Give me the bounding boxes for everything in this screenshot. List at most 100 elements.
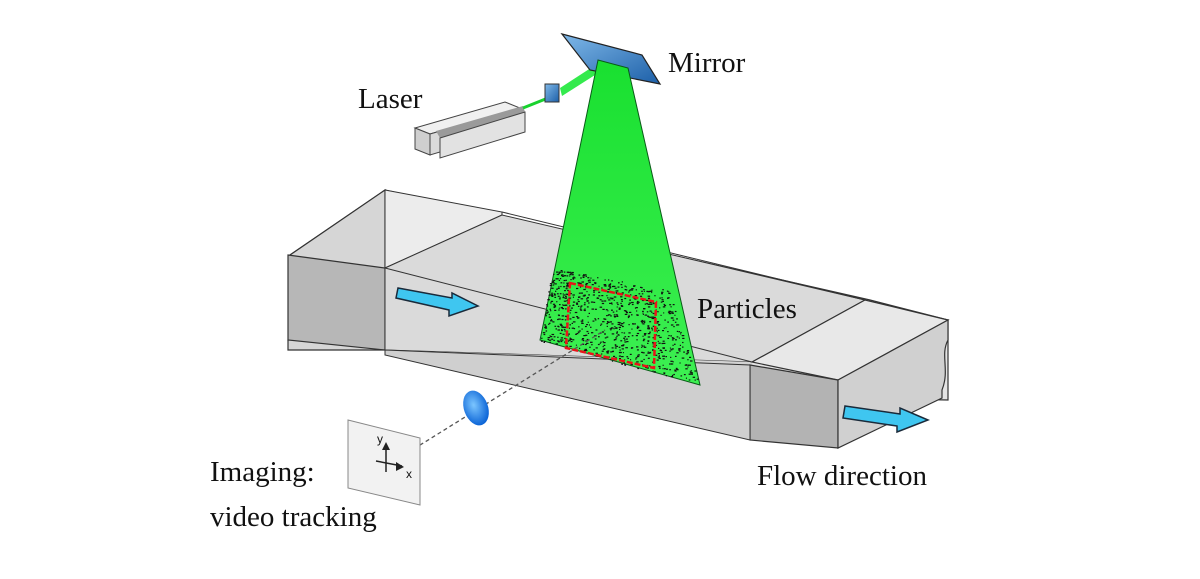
particle-dot: [647, 306, 651, 308]
particle-dot: [662, 342, 666, 344]
particle-dot: [579, 347, 581, 349]
particle-dot: [667, 337, 670, 339]
particle-dot: [658, 342, 661, 344]
particle-dot: [588, 294, 590, 296]
particle-dot: [597, 277, 599, 279]
particle-dot: [573, 276, 575, 278]
particle-dot: [623, 322, 625, 324]
particle-dot: [555, 290, 557, 292]
particle-dot: [653, 303, 655, 305]
particle-dot: [648, 327, 650, 329]
particle-dot: [630, 364, 633, 366]
particle-dot: [662, 330, 664, 332]
particle-dot: [595, 347, 598, 349]
particle-dot: [647, 333, 651, 335]
particle-dot: [609, 297, 612, 299]
particle-dot: [562, 295, 564, 297]
laser-beam: [522, 96, 549, 110]
particle-dot: [616, 315, 619, 317]
particle-dot: [565, 345, 568, 347]
particle-dot: [580, 305, 583, 307]
particle-dot: [581, 281, 583, 283]
particle-dot: [563, 294, 566, 296]
particle-dot: [623, 337, 625, 339]
particle-dot: [606, 323, 609, 325]
particle-dot: [624, 364, 627, 366]
particle-dot: [672, 337, 675, 340]
particle-dot: [557, 287, 560, 289]
particle-dot: [550, 310, 552, 312]
particle-dot: [564, 297, 567, 299]
particle-dot: [563, 300, 567, 302]
particle-dot: [643, 320, 646, 322]
particle-dot: [541, 337, 543, 339]
particle-dot: [558, 341, 560, 343]
particle-dot: [571, 271, 574, 274]
particle-dot: [607, 350, 610, 352]
particle-dot: [561, 275, 563, 277]
particle-dot: [573, 277, 576, 279]
particle-dot: [672, 304, 675, 306]
particle-dot: [589, 346, 591, 348]
particle-dot: [664, 349, 667, 351]
particle-dot: [547, 337, 551, 339]
particle-dot: [634, 295, 638, 297]
particle-dot: [566, 282, 569, 284]
particle-dot: [569, 309, 572, 311]
particle-dot: [614, 344, 617, 346]
particle-dot: [550, 293, 552, 295]
particle-dot: [646, 311, 649, 313]
particle-dot: [683, 374, 686, 376]
particle-dot: [547, 338, 549, 340]
particle-dot: [553, 306, 555, 309]
particle-dot: [616, 310, 618, 312]
particle-dot: [694, 379, 696, 381]
particle-dot: [670, 317, 673, 319]
particle-dot: [557, 318, 559, 321]
particle-dot: [649, 331, 651, 333]
particle-dot: [556, 271, 559, 273]
particle-dot: [601, 353, 603, 355]
particle-dot: [586, 324, 588, 326]
particle-dot: [664, 319, 666, 321]
particle-dot: [647, 357, 650, 359]
particle-dot: [646, 367, 649, 369]
particle-dot: [594, 319, 597, 321]
particle-dot: [674, 314, 676, 316]
particle-dot: [612, 350, 614, 352]
particle-dot: [663, 327, 665, 329]
particle-dot: [624, 297, 627, 300]
particle-dot: [638, 293, 641, 295]
particle-dot: [593, 349, 595, 351]
particle-dot: [570, 272, 573, 274]
particle-dot: [612, 311, 615, 313]
particle-dot: [580, 320, 584, 322]
particle-dot: [649, 316, 651, 318]
particle-dot: [643, 334, 646, 336]
particle-dot: [583, 304, 586, 306]
particle-dot: [678, 348, 681, 350]
particle-dot: [641, 346, 643, 348]
particle-dot: [657, 311, 659, 313]
particle-dot: [631, 301, 634, 304]
particle-dot: [586, 342, 589, 344]
particle-dot: [605, 309, 608, 311]
particle-dot: [667, 321, 669, 323]
particle-dot: [640, 320, 643, 322]
particle-dot: [577, 317, 580, 319]
particle-dot: [679, 350, 681, 352]
particle-dot: [574, 311, 578, 314]
particle-dot: [586, 300, 589, 302]
particle-dot: [586, 338, 589, 341]
particle-dot: [637, 325, 639, 327]
particle-dot: [620, 299, 623, 301]
particle-dot: [545, 314, 547, 316]
particle-dot: [561, 315, 565, 317]
particle-dot: [641, 345, 644, 347]
particle-dot: [557, 336, 559, 338]
particle-dot: [565, 304, 568, 306]
particle-dot: [653, 316, 656, 318]
particle-dot: [621, 362, 623, 365]
particle-dot: [648, 297, 651, 299]
